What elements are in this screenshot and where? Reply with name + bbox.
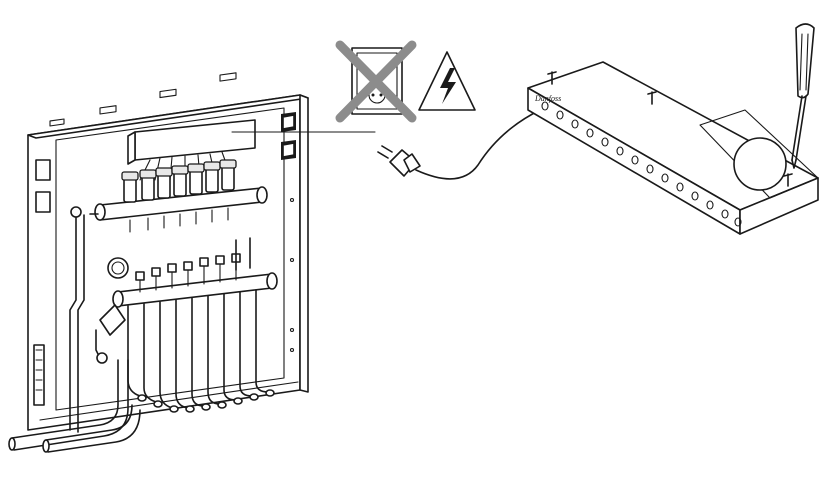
electric-hazard-icon bbox=[418, 51, 476, 111]
manifold-cabinet bbox=[8, 72, 309, 453]
supply-pipe bbox=[11, 359, 119, 439]
power-plug bbox=[377, 109, 541, 180]
pressure-gauge bbox=[107, 257, 129, 279]
power-cable bbox=[415, 109, 541, 180]
actuator-row bbox=[121, 159, 237, 203]
crossed-out-socket-icon bbox=[335, 40, 417, 123]
terminal-row bbox=[541, 101, 742, 227]
screwdriver bbox=[791, 23, 815, 169]
controller-dial bbox=[733, 137, 787, 191]
controller-box: Danfoss bbox=[527, 61, 819, 235]
brand-label: Danfoss bbox=[534, 94, 561, 103]
